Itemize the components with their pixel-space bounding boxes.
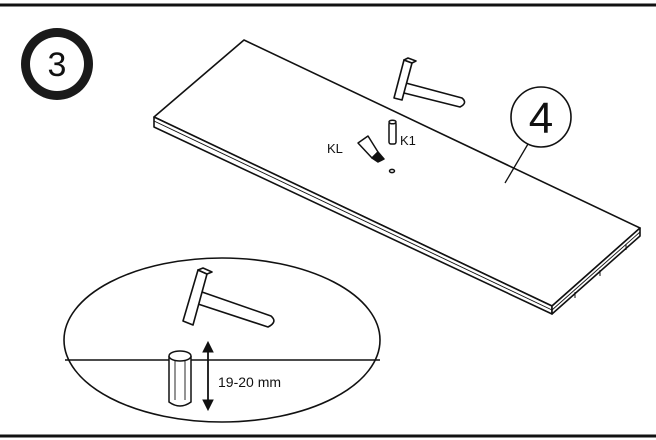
part-number: 4: [529, 94, 553, 143]
step-badge: 3: [21, 28, 93, 100]
hammer-icon: [182, 267, 275, 328]
label-k1: K1: [400, 133, 416, 148]
depth-label: 19-20 mm: [218, 374, 281, 390]
board-panel: [153, 39, 641, 315]
glue-bottle-icon: [357, 135, 385, 163]
detail-view: 19-20 mm: [63, 257, 381, 423]
depth-arrow-icon: [202, 340, 214, 412]
dowel-icon: [168, 350, 192, 407]
dowel-icon: [388, 119, 397, 174]
hammer-icon: [393, 57, 466, 108]
step-number: 3: [48, 46, 67, 84]
part-callout: 4: [504, 86, 572, 184]
label-kl: KL: [327, 141, 343, 156]
